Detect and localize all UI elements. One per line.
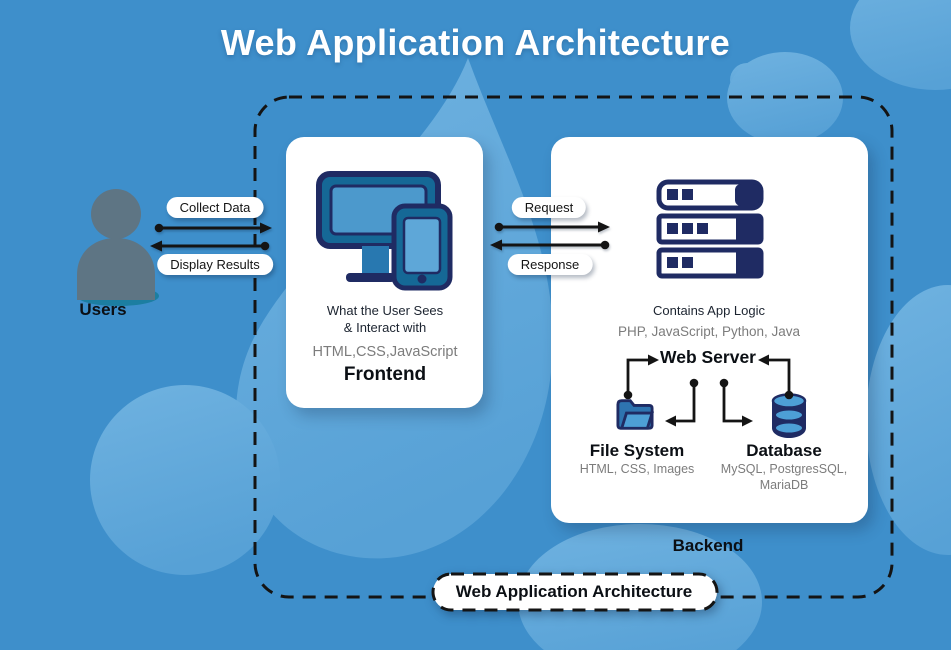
file-system-label: File System xyxy=(589,441,685,460)
request-pill: Request xyxy=(511,197,587,218)
footer-pill-label: Web Application Architecture xyxy=(455,582,693,601)
web-server-label: Web Server xyxy=(660,347,756,367)
backend-description: Contains App Logic xyxy=(652,303,766,318)
database-icon xyxy=(771,393,807,438)
web-server-flow-arrows xyxy=(623,354,794,427)
database-tech: MySQL, PostgresSQL, MariaDB xyxy=(720,462,848,492)
database-label: Database xyxy=(746,441,822,460)
footer-pill xyxy=(431,572,719,612)
backend-label: Backend xyxy=(672,536,744,555)
server-icon xyxy=(656,179,764,279)
file-system-tech: HTML, CSS, Images xyxy=(579,462,695,476)
frontend-label: Frontend xyxy=(343,364,427,385)
person-icon xyxy=(77,189,159,306)
frontend-description: What the User Sees & Interact with xyxy=(326,303,444,335)
frontend-card: What the User Sees & Interact with HTML,… xyxy=(286,137,483,408)
users-label: Users xyxy=(79,300,127,319)
backend-tech: PHP, JavaScript, Python, Java xyxy=(617,324,801,339)
frontend-tech: HTML,CSS,JavaScript xyxy=(312,344,458,360)
display-results-pill: Display Results xyxy=(157,254,273,275)
users-frontend-arrows xyxy=(150,222,272,252)
backend-card: Contains App Logic PHP, JavaScript, Pyth… xyxy=(551,137,868,523)
devices-icon xyxy=(316,171,453,291)
frontend-backend-arrows xyxy=(490,221,610,251)
response-pill: Response xyxy=(507,254,593,275)
folder-icon xyxy=(616,399,654,430)
collect-data-pill: Collect Data xyxy=(166,197,264,218)
page-title: Web Application Architecture xyxy=(220,22,731,63)
